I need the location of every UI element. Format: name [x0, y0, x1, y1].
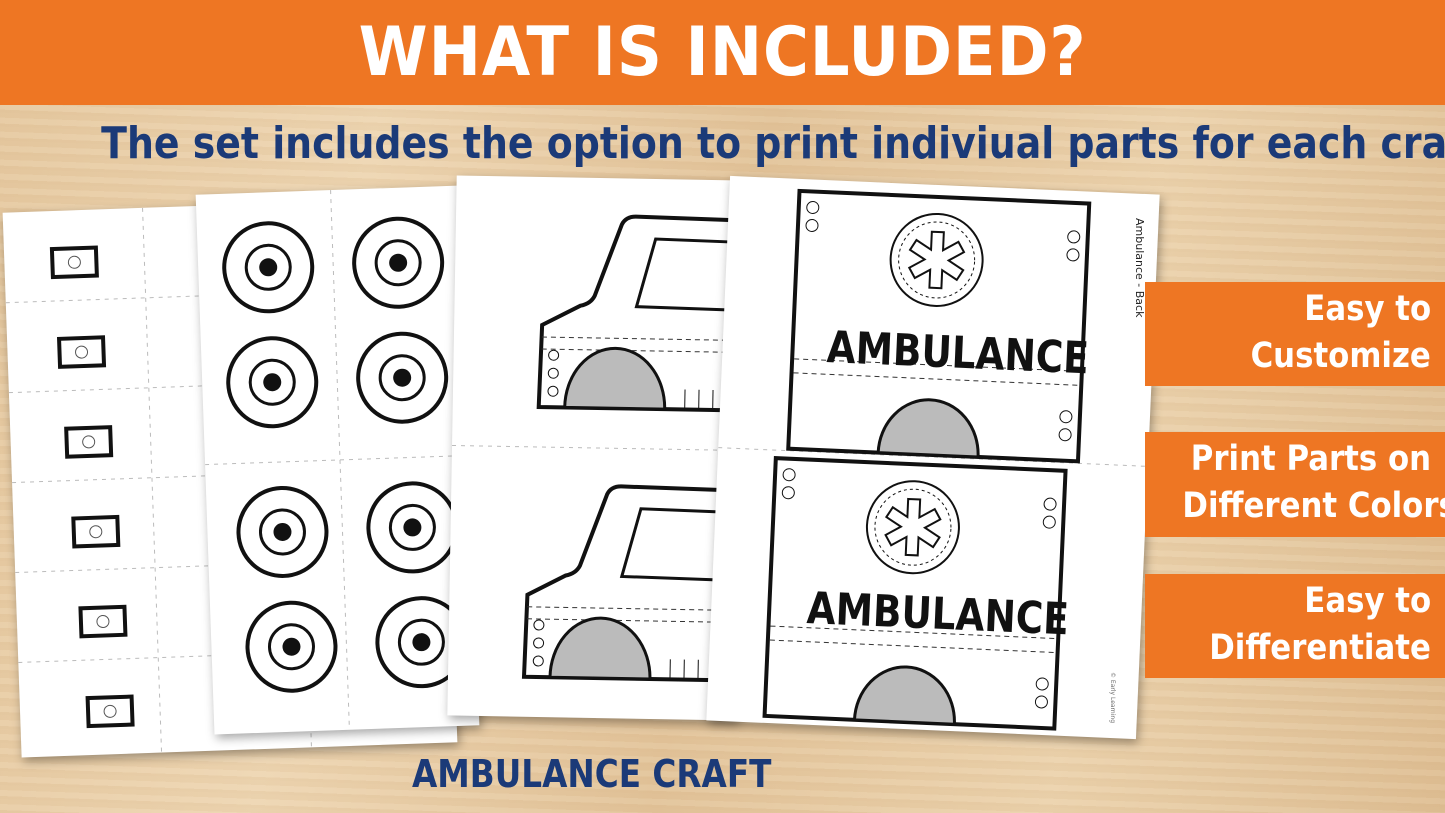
wheel-piece	[236, 485, 329, 578]
wheel-piece	[366, 481, 459, 574]
ambulance-back-page	[706, 175, 1160, 740]
page-title: WHAT IS INCLUDED?	[358, 13, 1087, 92]
subtitle: The set includes the option to print ind…	[101, 118, 1445, 169]
truck-body-page	[447, 175, 747, 721]
wheel-piece	[356, 331, 449, 424]
truck-body-piece	[536, 214, 747, 413]
wheel-piece	[245, 600, 338, 693]
wheel-piece	[352, 216, 445, 309]
feature-customize: Easy to Customize	[1145, 282, 1445, 386]
header-banner: WHAT IS INCLUDED?	[0, 0, 1445, 105]
window-pieces	[49, 245, 135, 729]
craft-label: AMBULANCE CRAFT	[412, 752, 772, 796]
wheel-piece	[222, 221, 315, 314]
wheels-page	[195, 185, 480, 735]
feature-differentiate: Easy to Differentiate	[1145, 574, 1445, 678]
wheel-piece	[375, 596, 468, 689]
copyright: © Early Learning	[1109, 672, 1116, 724]
feature-print-colors: Print Parts on Different Colors	[1145, 432, 1445, 537]
wheel-piece	[226, 336, 319, 429]
ambulance-panel	[786, 188, 1092, 464]
